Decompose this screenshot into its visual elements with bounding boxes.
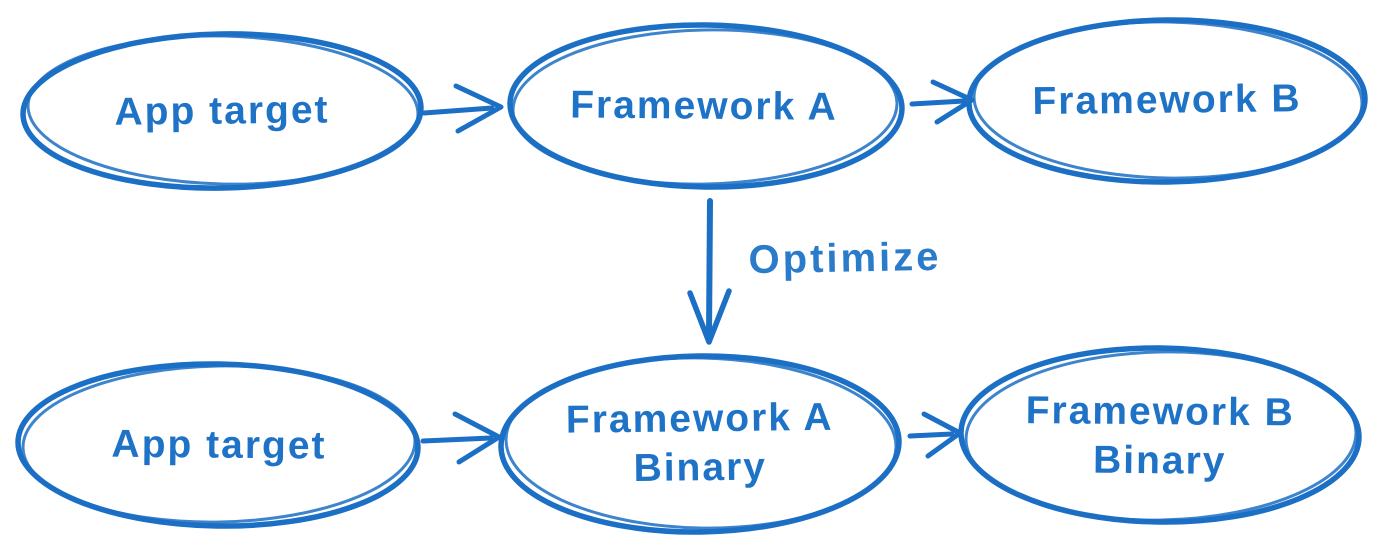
node-label-line-1: Framework A: [565, 395, 834, 442]
edge-label-optimize: Optimize: [748, 234, 942, 283]
arrow-optimize-vertical: [687, 198, 732, 345]
node-label-bottom-framework-a-binary: Framework A Binary: [566, 394, 835, 494]
node-label-line-2: Binary: [1092, 438, 1227, 483]
node-label-line-2: Binary: [633, 445, 768, 490]
node-ellipse-bottom-framework-a-binary: [498, 353, 902, 535]
arrow-top-app-to-framework-a: [421, 83, 504, 134]
node-label-top-app-target: App target: [114, 88, 330, 134]
arrow-framework-a-to-framework-b: [909, 79, 975, 125]
node-ellipse-top-app-target: [20, 31, 424, 191]
arrow-framework-a-binary-to-framework-b-binary: [907, 411, 963, 459]
node-label-top-framework-b: Framework B: [1032, 77, 1302, 124]
arrow-bottom-app-to-framework-a-binary: [420, 411, 502, 465]
node-label-bottom-framework-b-binary: Framework B Binary: [1025, 387, 1295, 487]
node-ellipse-bottom-app-target: [15, 361, 421, 529]
node-ellipse-top-framework-a: [507, 22, 905, 190]
node-label-top-framework-a: Framework A: [570, 83, 839, 129]
node-label-bottom-app-target: App target: [111, 422, 327, 468]
node-label-line-1: Framework B: [1025, 389, 1295, 435]
